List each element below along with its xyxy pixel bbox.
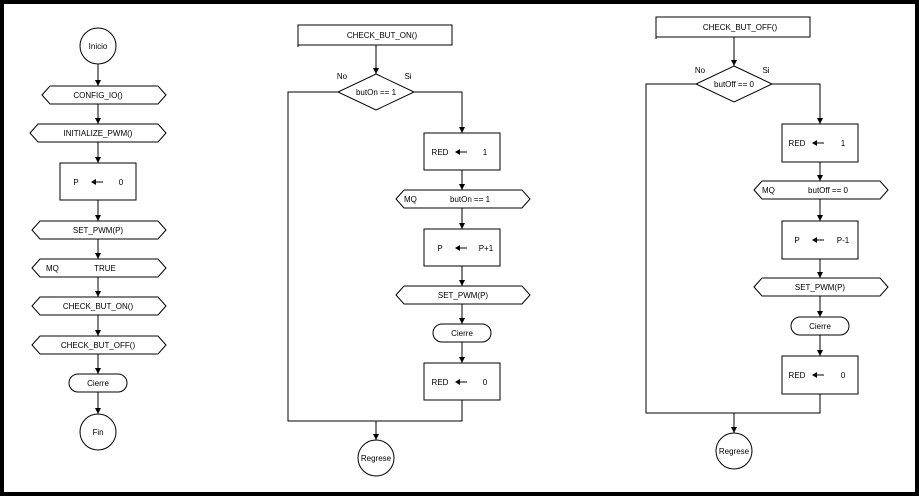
check-on-loop: MQ butOn == 1 (395, 189, 531, 209)
check-off-return: Regrese (715, 432, 753, 470)
check-off-set-pwm-label: SET_PWM(P) (795, 283, 846, 292)
assign-p-val: 0 (119, 178, 124, 187)
check-off-p-decrement: P P-1 (781, 220, 859, 260)
assign-p-var: P (73, 178, 78, 187)
check-on-red-var: RED (432, 148, 449, 157)
check-off-red2-val: 0 (841, 371, 846, 380)
check-on-flowchart: CHECK_BUT_ON() butOn == 1 No Si RED 1 MQ… (287, 24, 531, 477)
check-on-red2-var: RED (432, 378, 449, 387)
end-label: Fin (92, 428, 103, 437)
close-block: Cierre (68, 373, 128, 393)
close-label: Cierre (87, 379, 109, 388)
check-on-no-label: No (337, 72, 348, 81)
start-label: Inicio (89, 42, 108, 51)
check-on-p-increment: P P+1 (423, 228, 501, 267)
check-off-red-clear: RED 0 (781, 355, 859, 395)
check-on-decision: butOn == 1 (336, 73, 416, 111)
check-on-set-pwm-label: SET_PWM(P) (438, 291, 489, 300)
check-off-p-var: P (794, 236, 799, 245)
check-off-no-label: No (695, 66, 706, 75)
check-on-condition: butOn == 1 (356, 88, 397, 97)
check-on-yes-label: Si (404, 72, 411, 81)
check-off-close: Cierre (790, 316, 850, 336)
check-on-call-block: CHECK_BUT_ON() (31, 296, 167, 316)
check-on-p-val: P+1 (479, 244, 494, 253)
check-off-close-label: Cierre (809, 322, 831, 331)
check-off-red-var: RED (789, 139, 806, 148)
check-off-loop-label: MQ (762, 186, 775, 195)
check-on-set-pwm: SET_PWM(P) (395, 285, 531, 305)
check-off-p-val: P-1 (837, 236, 850, 245)
check-on-title: CHECK_BUT_ON() (347, 31, 418, 40)
assign-p-process: P 0 (59, 162, 137, 201)
check-off-return-label: Regrese (719, 447, 750, 456)
check-off-loop: MQ butOff == 0 (753, 180, 889, 200)
check-on-header: CHECK_BUT_ON() (297, 24, 453, 49)
main-flowchart: Inicio CONFIG_IO() INITIALIZE_PWM() P 0 … (29, 27, 167, 451)
check-on-close-label: Cierre (451, 329, 473, 338)
check-on-return: Regrese (357, 439, 395, 477)
init-pwm-label: INITIALIZE_PWM() (64, 129, 133, 138)
check-on-return-label: Regrese (361, 454, 392, 463)
check-off-decision: butOff == 0 (694, 65, 774, 103)
check-off-call-label: CHECK_BUT_OFF() (61, 341, 136, 350)
check-on-loop-cond: butOn == 1 (450, 195, 491, 204)
check-on-red-clear: RED 0 (423, 362, 501, 401)
end-terminal: Fin (79, 413, 117, 451)
config-io-label: CONFIG_IO() (73, 91, 123, 100)
check-on-close: Cierre (432, 323, 492, 343)
set-pwm-label: SET_PWM(P) (73, 226, 124, 235)
check-off-yes-label: Si (762, 66, 769, 75)
check-off-red-set: RED 1 (781, 123, 859, 163)
check-off-call-block: CHECK_BUT_OFF() (31, 335, 167, 355)
config-io-block: CONFIG_IO() (41, 85, 167, 105)
check-off-red2-var: RED (789, 371, 806, 380)
check-off-loop-cond: butOff == 0 (808, 186, 848, 195)
check-on-red-set: RED 1 (423, 132, 501, 171)
check-on-red2-val: 0 (483, 378, 488, 387)
check-off-set-pwm: SET_PWM(P) (753, 277, 889, 297)
check-off-condition: butOff == 0 (714, 80, 754, 89)
check-on-red-val: 1 (483, 148, 488, 157)
check-on-call-label: CHECK_BUT_ON() (63, 302, 134, 311)
loop-mq-label: MQ (46, 264, 59, 273)
check-off-title: CHECK_BUT_OFF() (703, 23, 778, 32)
set-pwm-block: SET_PWM(P) (31, 220, 167, 240)
check-on-loop-label: MQ (404, 195, 417, 204)
check-on-p-var: P (437, 244, 442, 253)
loop-mq-block: MQ TRUE (31, 258, 167, 278)
start-terminal: Inicio (79, 27, 117, 65)
init-pwm-block: INITIALIZE_PWM() (29, 123, 167, 143)
check-off-header: CHECK_BUT_OFF() (655, 16, 811, 41)
check-off-red-val: 1 (841, 139, 846, 148)
check-off-flowchart: CHECK_BUT_OFF() butOff == 0 No Si RED 1 … (645, 16, 889, 470)
loop-mq-cond: TRUE (94, 264, 116, 273)
